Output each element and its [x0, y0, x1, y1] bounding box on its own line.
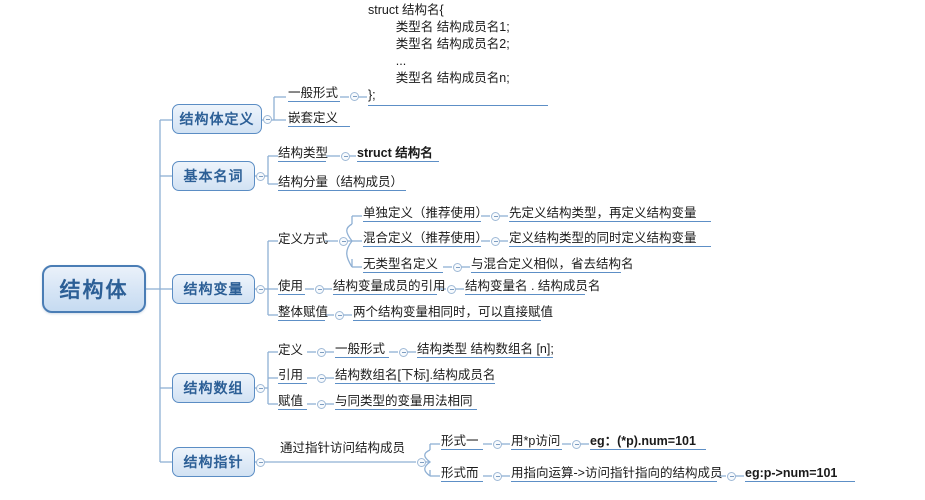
- collapse-knob[interactable]: [339, 237, 348, 246]
- leaf-label: 用*p访问: [511, 433, 561, 448]
- collapse-knob[interactable]: [315, 285, 324, 294]
- leaf-label: 结构数组名[下标].结构成员名: [335, 367, 496, 382]
- collapse-knob[interactable]: [317, 400, 326, 409]
- leaf-label: 结构类型: [278, 145, 329, 160]
- branch-node-struct-variable[interactable]: 结构变量: [172, 274, 255, 304]
- branch-node-struct-definition[interactable]: 结构体定义: [172, 104, 262, 134]
- collapse-knob[interactable]: [491, 212, 500, 221]
- leaf-mixed-definition-detail[interactable]: 定义结构类型的同时定义结构变量: [509, 231, 711, 247]
- leaf-label: 赋值: [278, 393, 304, 408]
- leaf-pointer-form-two-example[interactable]: eg:p->num=101: [745, 466, 855, 482]
- leaf-label: 形式一: [441, 433, 479, 448]
- leaf-label: struct 结构名: [357, 145, 433, 160]
- leaf-label: eg：(*p).num=101: [590, 433, 696, 448]
- leaf-label: 一般形式: [335, 341, 386, 356]
- branch-label: 结构指针: [183, 454, 244, 470]
- leaf-label: 定义方式: [278, 231, 329, 246]
- collapse-knob[interactable]: [572, 440, 581, 449]
- collapse-knob[interactable]: [256, 172, 265, 181]
- leaf-member-reference[interactable]: 结构变量成员的引用: [333, 279, 446, 295]
- leaf-usage[interactable]: 使用: [278, 279, 305, 295]
- branch-node-struct-pointer[interactable]: 结构指针: [172, 447, 255, 477]
- leaf-label: 定义结构类型的同时定义结构变量: [509, 230, 697, 245]
- leaf-label: 整体赋值: [278, 304, 329, 319]
- collapse-knob[interactable]: [727, 472, 736, 481]
- branch-node-basic-terms[interactable]: 基本名词: [172, 161, 255, 191]
- leaf-array-reference[interactable]: 引用: [278, 368, 307, 384]
- leaf-member-reference-detail[interactable]: 结构变量名 . 结构成员名: [465, 279, 600, 295]
- leaf-label: 结构分量（结构成员）: [278, 174, 404, 189]
- collapse-knob[interactable]: [350, 92, 359, 101]
- root-node[interactable]: 结构体: [42, 265, 146, 313]
- collapse-knob[interactable]: [341, 152, 350, 161]
- leaf-pointer-form-one-example[interactable]: eg：(*p).num=101: [590, 434, 706, 450]
- leaf-array-definition[interactable]: 定义: [278, 342, 307, 358]
- branch-label: 结构数组: [183, 380, 244, 396]
- collapse-knob[interactable]: [317, 374, 326, 383]
- leaf-struct-name[interactable]: struct 结构名: [357, 146, 439, 162]
- leaf-pointer-form-two[interactable]: 形式而: [441, 466, 483, 482]
- leaf-label: 结构类型 结构数组名 [n];: [417, 341, 554, 356]
- leaf-array-assignment[interactable]: 赋值: [278, 394, 307, 410]
- leaf-label: 通过指针访问结构成员: [280, 440, 406, 455]
- leaf-struct-member[interactable]: 结构分量（结构成员）: [278, 174, 406, 191]
- collapse-knob[interactable]: [317, 348, 326, 357]
- leaf-separate-definition[interactable]: 单独定义（推荐使用）: [363, 206, 488, 222]
- leaf-label: 结构变量成员的引用: [333, 278, 446, 293]
- leaf-mixed-definition[interactable]: 混合定义（推荐使用）: [363, 231, 488, 247]
- leaf-label: 结构变量名 . 结构成员名: [465, 278, 601, 293]
- root-node-label: 结构体: [59, 279, 129, 302]
- collapse-knob[interactable]: [256, 458, 265, 467]
- leaf-whole-assignment[interactable]: 整体赋值: [278, 304, 329, 321]
- leaf-definition-method[interactable]: 定义方式: [278, 231, 329, 247]
- leaf-label: eg:p->num=101: [745, 465, 838, 480]
- leaf-pointer-form-one-detail[interactable]: 用*p访问: [511, 434, 562, 450]
- collapse-knob[interactable]: [493, 472, 502, 481]
- leaf-label: 与混合定义相似，省去结构名: [471, 256, 634, 271]
- leaf-label: 无类型名定义: [363, 256, 439, 271]
- leaf-label: 与同类型的变量用法相同: [335, 393, 473, 408]
- leaf-label: 使用: [278, 278, 304, 293]
- leaf-nested-definition[interactable]: 嵌套定义: [288, 110, 350, 127]
- leaf-array-reference-detail[interactable]: 结构数组名[下标].结构成员名: [335, 368, 495, 384]
- leaf-whole-assignment-detail[interactable]: 两个结构变量相同时，可以直接赋值: [353, 305, 553, 321]
- leaf-label: 混合定义（推荐使用）: [363, 230, 489, 245]
- leaf-struct-type[interactable]: 结构类型: [278, 145, 329, 162]
- leaf-label: 嵌套定义: [288, 110, 339, 125]
- collapse-knob[interactable]: [399, 348, 408, 357]
- leaf-pointer-access[interactable]: 通过指针访问结构成员: [280, 440, 416, 456]
- collapse-knob[interactable]: [491, 237, 500, 246]
- leaf-array-general-form[interactable]: 一般形式: [335, 342, 389, 358]
- collapse-knob[interactable]: [256, 384, 265, 393]
- leaf-array-general-form-detail[interactable]: 结构类型 结构数组名 [n];: [417, 341, 554, 358]
- leaf-label: 一般形式: [288, 85, 339, 100]
- leaf-label: 定义: [278, 342, 304, 357]
- branch-label: 基本名词: [183, 168, 244, 184]
- leaf-array-assignment-detail[interactable]: 与同类型的变量用法相同: [335, 394, 477, 410]
- leaf-pointer-form-one[interactable]: 形式一: [441, 434, 483, 450]
- collapse-knob[interactable]: [263, 115, 272, 124]
- leaf-label: 两个结构变量相同时，可以直接赋值: [353, 304, 554, 319]
- collapse-knob[interactable]: [453, 263, 462, 272]
- leaf-label: 先定义结构类型，再定义结构变量: [509, 205, 697, 220]
- leaf-label: 形式而: [441, 465, 479, 480]
- collapse-knob[interactable]: [335, 311, 344, 320]
- collapse-knob[interactable]: [417, 458, 426, 467]
- collapse-knob[interactable]: [256, 285, 265, 294]
- leaf-anonymous-definition[interactable]: 无类型名定义: [363, 257, 443, 273]
- branch-label: 结构体定义: [179, 111, 255, 127]
- leaf-anonymous-definition-detail[interactable]: 与混合定义相似，省去结构名: [471, 257, 634, 273]
- leaf-separate-definition-detail[interactable]: 先定义结构类型，再定义结构变量: [509, 206, 711, 222]
- collapse-knob[interactable]: [493, 440, 502, 449]
- leaf-general-form[interactable]: 一般形式: [288, 86, 340, 102]
- leaf-label: 引用: [278, 367, 304, 382]
- branch-node-struct-array[interactable]: 结构数组: [172, 373, 255, 403]
- leaf-struct-code-block[interactable]: struct 结构名{ 类型名 结构成员名1; 类型名 结构成员名2; ... …: [368, 2, 548, 106]
- branch-label: 结构变量: [183, 281, 244, 297]
- leaf-pointer-form-two-detail[interactable]: 用指向运算->访问指针指向的结构成员: [511, 466, 722, 482]
- collapse-knob[interactable]: [447, 285, 456, 294]
- leaf-label: 单独定义（推荐使用）: [363, 205, 489, 220]
- leaf-label: 用指向运算->访问指针指向的结构成员: [511, 465, 723, 480]
